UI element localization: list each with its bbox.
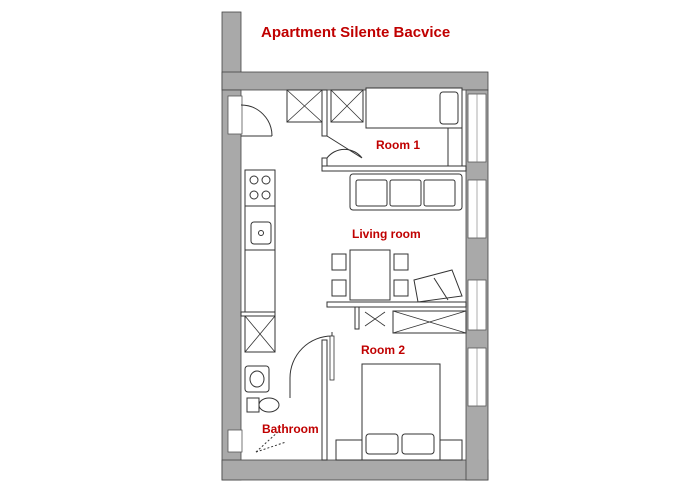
interior-walls bbox=[240, 89, 467, 461]
room-1-bed bbox=[365, 87, 463, 167]
armchair-icon bbox=[413, 269, 463, 303]
bottom-wall bbox=[221, 459, 489, 481]
plan-title: Apartment Silente Bacvice bbox=[261, 24, 451, 41]
stove-icon bbox=[249, 175, 271, 200]
room-1-door-swing bbox=[326, 135, 363, 159]
kitchen bbox=[244, 169, 276, 313]
top-wall bbox=[221, 71, 489, 91]
bathroom-label: Bathroom bbox=[262, 422, 319, 436]
room-2-door-leaf bbox=[329, 335, 335, 381]
dining-table-icon bbox=[331, 249, 409, 301]
wall-hall-room1 bbox=[321, 89, 328, 137]
shower-icon bbox=[255, 429, 287, 453]
room-1-label: Room 1 bbox=[376, 138, 421, 152]
bedside-table bbox=[447, 127, 463, 167]
bathroom-fixtures bbox=[244, 365, 287, 453]
wall-hall-room1-lower bbox=[321, 157, 328, 167]
double-bed-icon bbox=[335, 363, 463, 461]
wall-room1-bottom bbox=[321, 165, 467, 172]
toilet-icon bbox=[246, 397, 280, 413]
wall-living-bottom bbox=[326, 301, 467, 308]
window-entrance bbox=[227, 95, 243, 135]
wardrobe-crosses bbox=[244, 89, 467, 353]
window-bathroom bbox=[227, 429, 243, 453]
left-wall bbox=[221, 89, 242, 481]
sofa-icon bbox=[349, 173, 463, 211]
entrance-door-swing bbox=[240, 104, 273, 137]
wall-wardrobe-left bbox=[354, 306, 360, 330]
room-2-label: Room 2 bbox=[361, 343, 406, 357]
wall-kitchen-bath bbox=[240, 311, 276, 317]
living-room-label: Living room bbox=[352, 227, 421, 241]
bed-pillow bbox=[439, 91, 459, 125]
wall-corridor-right bbox=[321, 339, 328, 461]
